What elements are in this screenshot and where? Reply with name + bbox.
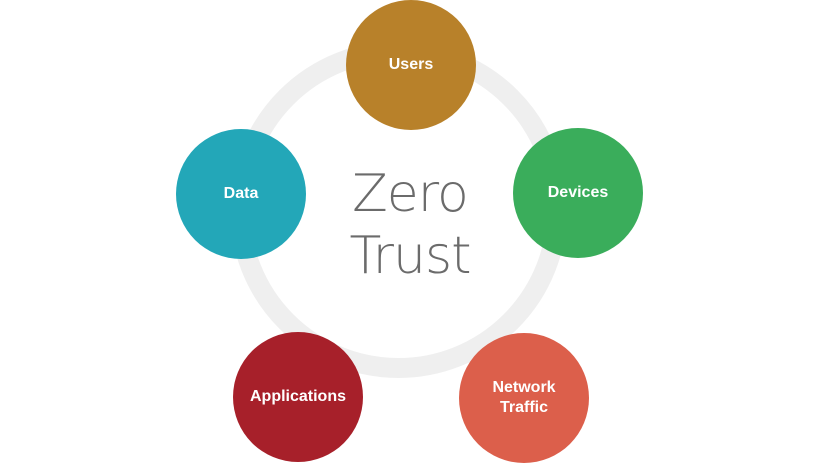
node-network-traffic-label: Network Traffic	[492, 379, 556, 416]
node-users-label: Users	[388, 56, 434, 73]
node-users: Users	[346, 0, 476, 130]
node-data-label: Data	[223, 185, 259, 202]
node-devices-label: Devices	[547, 184, 609, 201]
node-data: Data	[176, 129, 306, 259]
center-title-line-2: Trust	[349, 226, 472, 286]
node-applications: Applications	[233, 332, 363, 462]
center-title: Zero Trust	[300, 163, 520, 287]
center-title-line-1: Zero	[352, 164, 469, 224]
node-applications-label: Applications	[249, 388, 346, 405]
node-devices: Devices	[513, 128, 643, 258]
node-network-traffic: Network Traffic	[459, 333, 589, 463]
